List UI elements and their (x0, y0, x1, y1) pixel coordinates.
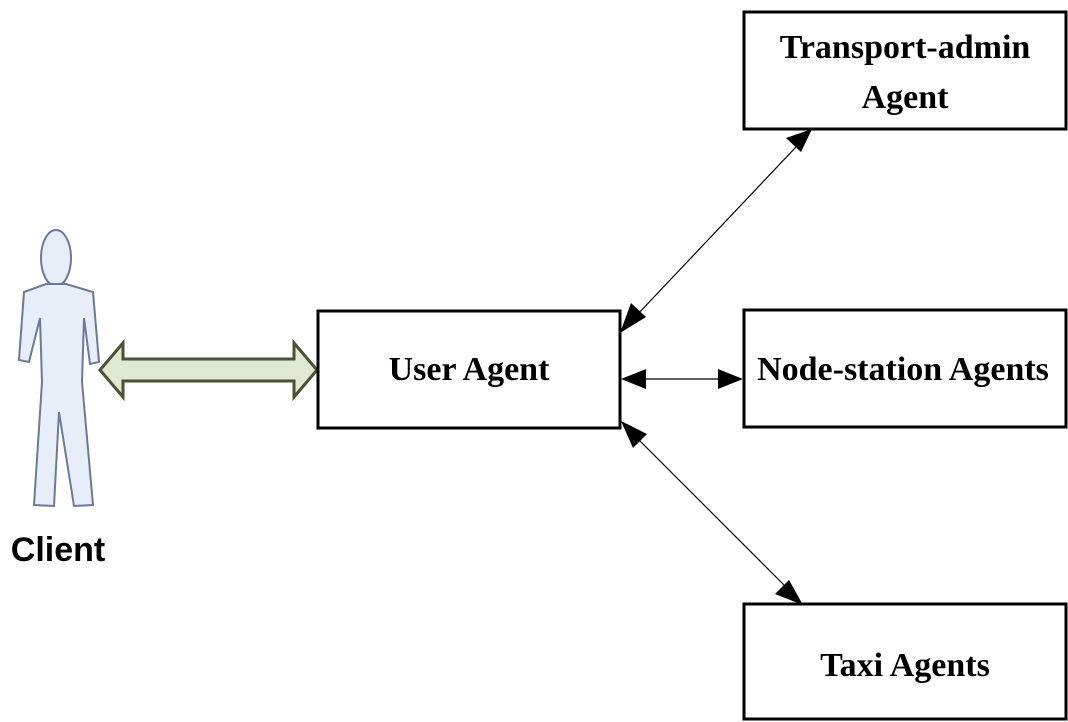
connector-user-transport-admin (620, 129, 812, 333)
connector-user-taxi (621, 421, 803, 605)
transport-admin-label-line2: Agent (862, 79, 950, 116)
client-figure-icon (17, 229, 101, 508)
transport-admin-label-line1: Transport-admin (780, 29, 1031, 66)
user-agent-label: User Agent (389, 351, 551, 388)
transport-admin-agent-node: Transport-admin Agent (742, 10, 1068, 131)
node-station-agents-label: Node-station Agents (757, 351, 1049, 388)
node-station-agents-node: Node-station Agents (742, 308, 1068, 429)
connector-user-node-station (621, 369, 743, 389)
taxi-agents-node: Taxi Agents (742, 602, 1068, 721)
client-label: Client (11, 531, 105, 569)
client-user-double-arrow (98, 338, 319, 402)
taxi-agents-label: Taxi Agents (820, 647, 990, 684)
user-agent-node: User Agent (316, 309, 622, 430)
